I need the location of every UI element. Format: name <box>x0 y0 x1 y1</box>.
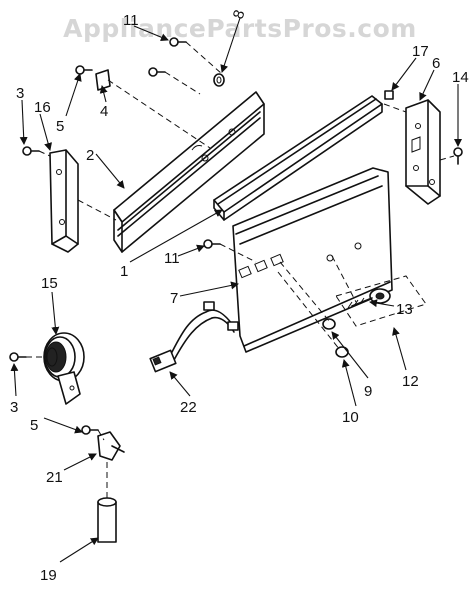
callout-11-top: 11 <box>123 12 139 29</box>
callout-7: 7 <box>170 290 178 307</box>
callout-5-top: 5 <box>56 118 64 135</box>
clip <box>97 431 125 461</box>
nut <box>384 90 394 100</box>
callout-15: 15 <box>41 275 58 292</box>
callout-8: 8 <box>230 8 249 22</box>
leader-arrows <box>10 17 462 563</box>
right-end-bracket <box>405 99 441 205</box>
callout-2: 2 <box>86 147 94 164</box>
callout-12: 12 <box>402 373 419 390</box>
callout-1: 1 <box>120 263 128 280</box>
plug-buttons <box>322 318 349 358</box>
callout-3-top: 3 <box>16 85 24 102</box>
timer <box>43 332 85 405</box>
callout-9: 9 <box>364 383 372 400</box>
callouts: 11 8 17 6 14 3 16 4 5 2 1 11 7 13 12 15 … <box>10 8 469 584</box>
callout-11-mid: 11 <box>164 250 180 267</box>
assembly-lines <box>26 41 455 498</box>
console-back-plate <box>232 167 393 353</box>
screw <box>203 239 221 249</box>
screws <box>9 37 463 435</box>
callout-19: 19 <box>40 567 57 584</box>
callout-13: 13 <box>396 301 413 318</box>
callout-6: 6 <box>432 55 440 72</box>
callout-17: 17 <box>412 43 429 60</box>
callout-10: 10 <box>342 409 359 426</box>
screw <box>453 147 463 165</box>
clip-bracket <box>95 69 111 91</box>
callout-21: 21 <box>46 469 63 486</box>
callout-3-bottom: 3 <box>10 399 18 416</box>
grommet <box>213 73 225 87</box>
callout-16: 16 <box>34 99 51 116</box>
screw <box>22 146 40 156</box>
callout-14: 14 <box>452 69 469 86</box>
callout-5-bottom: 5 <box>30 417 38 434</box>
screw <box>81 425 99 435</box>
callout-22: 22 <box>180 399 197 416</box>
wire-harness <box>149 301 239 373</box>
sleeve <box>97 497 117 543</box>
screw <box>9 352 27 362</box>
callout-4: 4 <box>100 103 108 120</box>
screw <box>169 37 187 47</box>
rail-bracket <box>113 91 265 253</box>
left-end-bracket <box>49 149 79 253</box>
screw <box>75 65 93 75</box>
screw <box>148 67 166 77</box>
control-panel <box>213 95 383 221</box>
